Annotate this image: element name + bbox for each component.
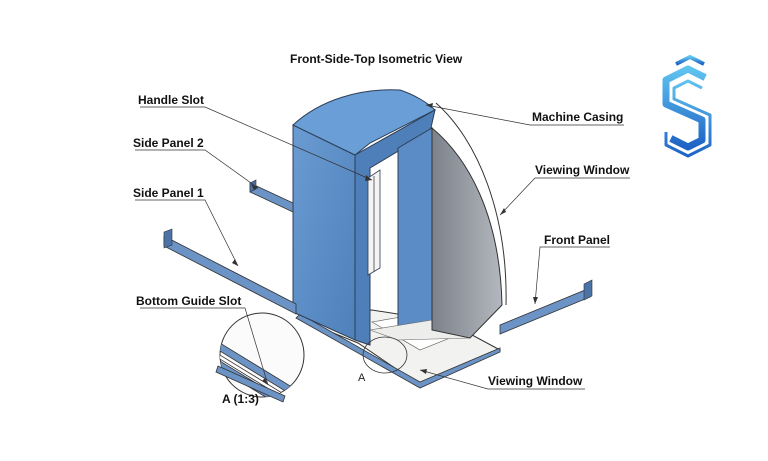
label-detail-scale: A (1:3) (222, 392, 259, 406)
viewing-window-glass (431, 102, 507, 339)
side-panel-1 (163, 228, 297, 315)
leader-lines (135, 104, 630, 390)
label-bottom-guide-slot: Bottom Guide Slot (136, 294, 242, 308)
leader-arrowheads (232, 103, 538, 385)
label-side-panel-1: Side Panel 1 (133, 186, 204, 200)
label-side-panel-2: Side Panel 2 (133, 136, 204, 150)
brand-logo-icon (662, 55, 712, 158)
label-viewing-window-bottom: Viewing Window (488, 374, 583, 388)
front-panel (499, 279, 593, 335)
detail-marker-circle (362, 336, 408, 374)
detail-view-a (215, 312, 305, 403)
label-detail-marker: A (358, 372, 366, 384)
machine-casing-body (292, 89, 471, 346)
label-machine-casing: Machine Casing (532, 110, 624, 124)
label-handle-slot: Handle Slot (138, 93, 205, 107)
label-front-panel: Front Panel (544, 233, 611, 247)
label-viewing-window-top: Viewing Window (535, 163, 630, 177)
diagram-title: Front-Side-Top Isometric View (290, 52, 463, 66)
side-panel-2 (249, 179, 294, 213)
